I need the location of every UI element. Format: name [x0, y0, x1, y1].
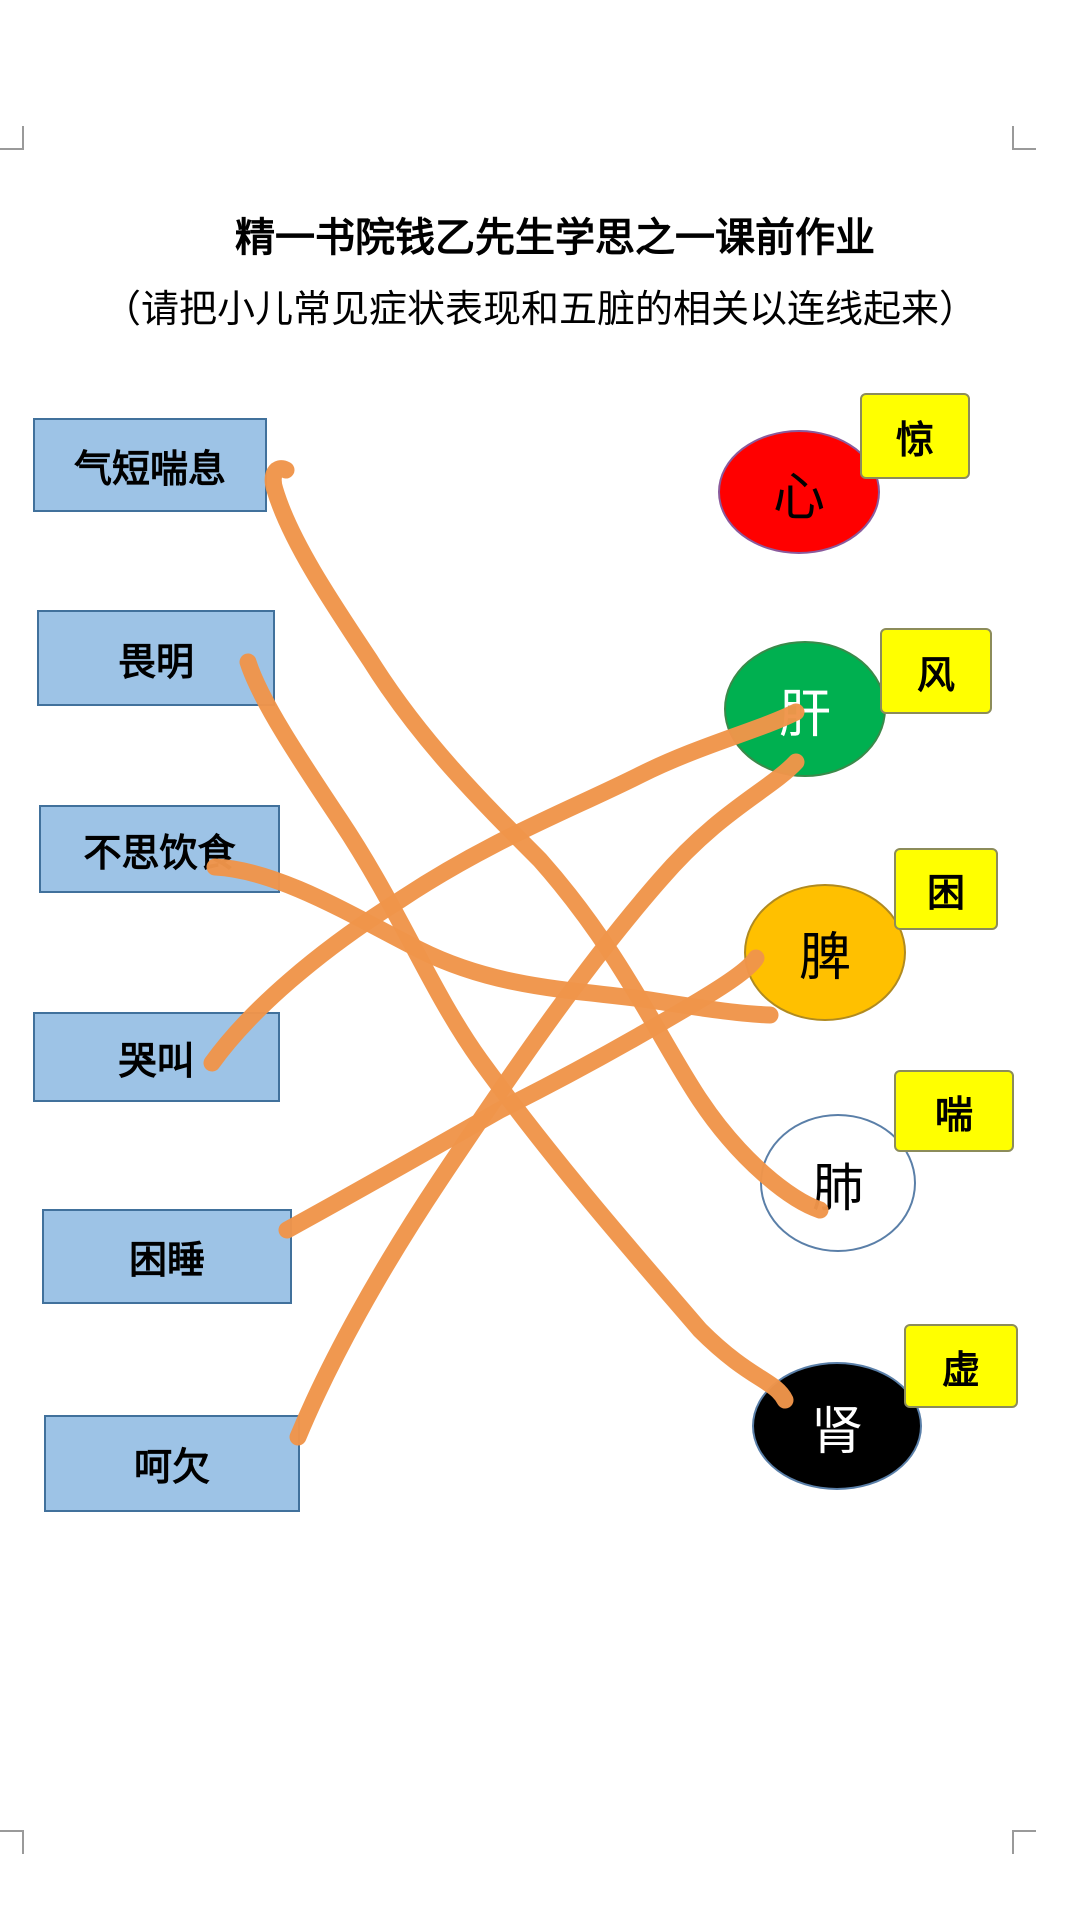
organ-circle-heart[interactable]: 心 [718, 430, 880, 554]
symptom-box-bu-si-yin-shi[interactable]: 不思饮食 [39, 805, 280, 893]
tag-label: 虚 [941, 1347, 980, 1392]
organ-circle-liver[interactable]: 肝 [724, 641, 886, 777]
tag-label: 喘 [934, 1092, 973, 1137]
corner-mark-top-right [1012, 126, 1036, 150]
page-title: 精一书院钱乙先生学思之一课前作业 [235, 215, 875, 261]
connection-line-busi-to-spleen [206, 858, 779, 1024]
organ-label: 肾 [810, 1401, 863, 1462]
organ-label: 心 [772, 467, 825, 528]
tag-jing: 惊 [860, 393, 970, 479]
connection-line-heqian-to-liver [289, 753, 805, 1446]
corner-mark-bottom-left [0, 1830, 24, 1854]
corner-mark-bottom-right [1012, 1830, 1036, 1854]
tag-label: 惊 [895, 417, 934, 462]
symptom-box-he-qian[interactable]: 呵欠 [44, 1415, 300, 1512]
corner-mark-top-left [0, 126, 24, 150]
tag-label: 风 [916, 652, 955, 697]
page-subtitle: （请把小儿常见症状表现和五脏的相关以连线起来） [102, 287, 977, 331]
symptom-label: 畏明 [117, 639, 194, 684]
symptom-box-ku-jiao[interactable]: 哭叫 [33, 1012, 280, 1102]
organ-label: 肝 [778, 684, 831, 745]
tag-xu: 虚 [904, 1324, 1018, 1408]
symptom-box-wei-ming[interactable]: 畏明 [37, 610, 275, 706]
symptom-box-kun-shui[interactable]: 困睡 [42, 1209, 292, 1304]
organ-circle-kidney[interactable]: 肾 [752, 1362, 922, 1490]
organ-circle-spleen[interactable]: 脾 [744, 884, 906, 1021]
symptom-label: 气短喘息 [73, 446, 226, 491]
symptom-label: 不思饮食 [83, 830, 236, 875]
tag-kun: 困 [894, 848, 998, 930]
connection-line-kujiao-to-liver [203, 703, 805, 1072]
connection-line-kunshui-to-spleen [278, 949, 765, 1239]
symptom-label: 哭叫 [118, 1038, 195, 1083]
symptom-box-qi-duan-chuan-xi[interactable]: 气短喘息 [33, 418, 267, 512]
symptom-label: 呵欠 [133, 1445, 210, 1489]
symptom-label: 困睡 [128, 1238, 205, 1282]
organ-circle-lung[interactable]: 肺 [760, 1114, 916, 1252]
tag-feng: 风 [880, 628, 992, 714]
connection-line-weiming-to-kidney [239, 653, 794, 1409]
organ-label: 脾 [798, 928, 851, 988]
tag-label: 困 [926, 870, 965, 915]
organ-label: 肺 [811, 1158, 864, 1219]
tag-chuan: 喘 [894, 1070, 1014, 1152]
connection-line-qiduan-to-lung [264, 460, 829, 1219]
